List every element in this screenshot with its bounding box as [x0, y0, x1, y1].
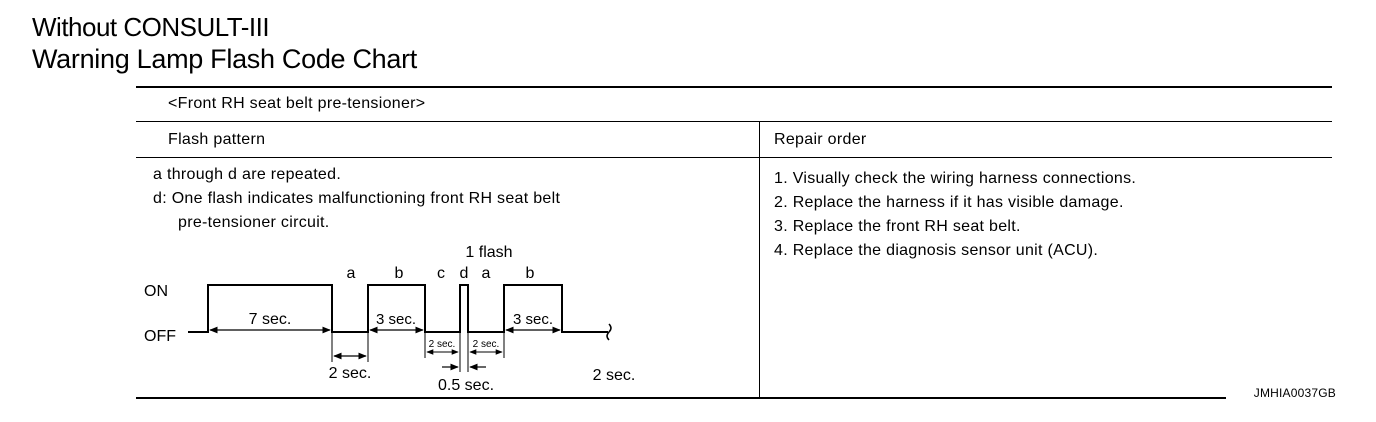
- on-level-label: ON: [144, 283, 168, 300]
- heading-without-consult: Without CONSULT-III: [32, 12, 270, 42]
- three-sec-label: 3 sec.: [376, 311, 416, 328]
- small-two-sec-label-repeat: 2 sec.: [473, 339, 500, 350]
- column-header-repair-order: Repair order: [774, 131, 867, 148]
- column-divider: [759, 122, 760, 398]
- heading-flash-code-chart: Warning Lamp Flash Code Chart: [32, 44, 417, 74]
- two-sec-label: 2 sec.: [329, 365, 372, 382]
- flash-timing-diagram: 1 flash a b c d a b ON OFF 7 sec. 3 sec.…: [144, 244, 636, 394]
- caption-divider: [136, 121, 1332, 122]
- segment-a-label-repeat: a: [482, 265, 491, 282]
- figure-code: JMHIA0037GB: [1253, 386, 1336, 400]
- trailing-two-sec-label: 2 sec.: [593, 367, 636, 384]
- repair-step: 1. Visually check the wiring harness con…: [774, 170, 1137, 187]
- repair-step: 4. Replace the diagnosis sensor unit (AC…: [774, 242, 1099, 259]
- segment-b-label-repeat: b: [526, 265, 535, 282]
- repair-step: 3. Replace the front RH seat belt.: [774, 218, 1021, 235]
- half-sec-label: 0.5 sec.: [438, 377, 494, 394]
- repair-step: 2. Replace the harness if it has visible…: [774, 194, 1124, 211]
- segment-a-label: a: [347, 265, 356, 282]
- segment-d-label: d: [460, 265, 469, 282]
- one-flash-label: 1 flash: [465, 244, 512, 261]
- note-d-definition-cont: pre-tensioner circuit.: [178, 214, 330, 231]
- note-repeat: a through d are repeated.: [153, 166, 342, 183]
- table-caption: <Front RH seat belt pre-tensioner>: [168, 95, 426, 112]
- seven-sec-label: 7 sec.: [249, 311, 292, 328]
- flash-waveform: [188, 284, 608, 333]
- segment-b-label: b: [395, 265, 404, 282]
- segment-c-label: c: [437, 265, 445, 282]
- table-top-rule: [136, 86, 1332, 88]
- three-sec-label-repeat: 3 sec.: [513, 311, 553, 328]
- header-divider: [136, 157, 1332, 158]
- repair-order-list: 1. Visually check the wiring harness con…: [774, 167, 1136, 263]
- off-level-label: OFF: [144, 328, 176, 345]
- column-header-flash-pattern: Flash pattern: [168, 131, 266, 148]
- table-bottom-rule: [136, 397, 1226, 399]
- break-symbol: [606, 323, 612, 341]
- small-two-sec-label: 2 sec.: [429, 339, 456, 350]
- note-d-definition: d: One flash indicates malfunctioning fr…: [153, 190, 561, 207]
